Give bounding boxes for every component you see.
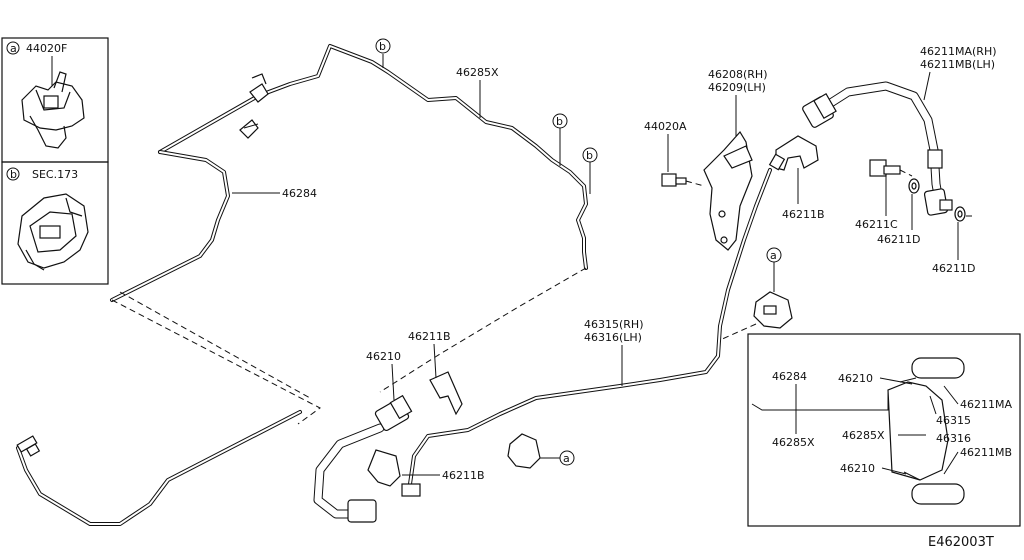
diagram-code: E462003T [928,535,994,550]
lock-plate-46211b-low [367,449,421,497]
label-46211mb: 46211MB(LH) [920,58,995,71]
svg-text:b: b [586,149,593,162]
inset-a-callout: a [10,42,17,55]
pipe-clip-upper-1 [249,73,269,103]
union-bolt-46211c [869,159,913,177]
lock-plate-46211b-mid [429,371,463,416]
lock-plate-46211b-right [775,135,819,171]
overview-label-46316: 46316 [936,432,971,445]
overview-label-46285x-mid: 46285X [842,429,885,442]
bolt-44020a [661,173,705,187]
bracket-46208 [703,130,753,251]
label-46315: 46315(RH) [584,318,644,331]
hidden-pipe-section [111,267,757,425]
clip-sec173-icon [17,193,89,271]
pipe-clip-a-mid: a [507,433,575,469]
overview-label-46315: 46315 [936,414,971,427]
overview-label-46285x: 46285X [772,436,815,449]
pipe-end-fitting-left [16,435,41,457]
inset-b-callout: b [10,168,17,181]
brake-pipe-46285x [158,44,588,270]
flex-hose-46210 [313,394,413,523]
copper-washer-46211d-1 [908,178,920,194]
overview-label-46211ma: 46211MA [960,398,1012,411]
label-46211b-right: 46211B [782,208,825,221]
pipe-clip-a-right: a [753,247,793,329]
overview-label-46284: 46284 [772,370,807,383]
vehicle-overview-inset: 46284 46285X 46210 46211MA 46315 46285X … [747,333,1021,527]
label-46209: 46209(LH) [708,81,766,94]
label-46211b-low: 46211B [442,469,485,482]
label-46284: 46284 [282,187,317,200]
inset-panel-b: b SEC.173 [1,161,109,285]
overview-label-46210-top: 46210 [838,372,873,385]
label-46208: 46208(RH) [708,68,768,81]
callout-b-3: b [582,147,598,194]
label-46211c: 46211C [855,218,898,231]
svg-text:a: a [563,452,570,465]
inset-a-part-number: 44020F [26,42,67,55]
overview-label-46210-bot: 46210 [840,462,875,475]
svg-text:a: a [770,249,777,262]
brake-pipe-46315 [408,153,786,486]
label-46211d-2: 46211D [932,262,975,275]
flex-hose-46211ma [802,81,953,216]
label-46285x: 46285X [456,66,499,79]
label-46316: 46316(LH) [584,331,642,344]
label-46211b-mid: 46211B [408,330,451,343]
overview-label-46211mb: 46211MB [960,446,1012,459]
label-46210: 46210 [366,350,401,363]
pipe-clip-upper-2 [239,119,259,139]
callout-b-1: b [375,38,391,68]
copper-washer-46211d-2 [954,206,974,222]
svg-text:b: b [379,40,386,53]
inset-b-part-number: SEC.173 [32,168,78,181]
clip-44020f-icon [21,71,85,149]
label-46211ma: 46211MA(RH) [920,45,997,58]
inset-panel-a: a 44020F [1,37,109,163]
brake-pipe-46284 [16,150,302,526]
label-44020a: 44020A [644,120,687,133]
label-46211d-1: 46211D [877,233,920,246]
callout-b-2: b [552,113,568,166]
svg-text:b: b [556,115,563,128]
